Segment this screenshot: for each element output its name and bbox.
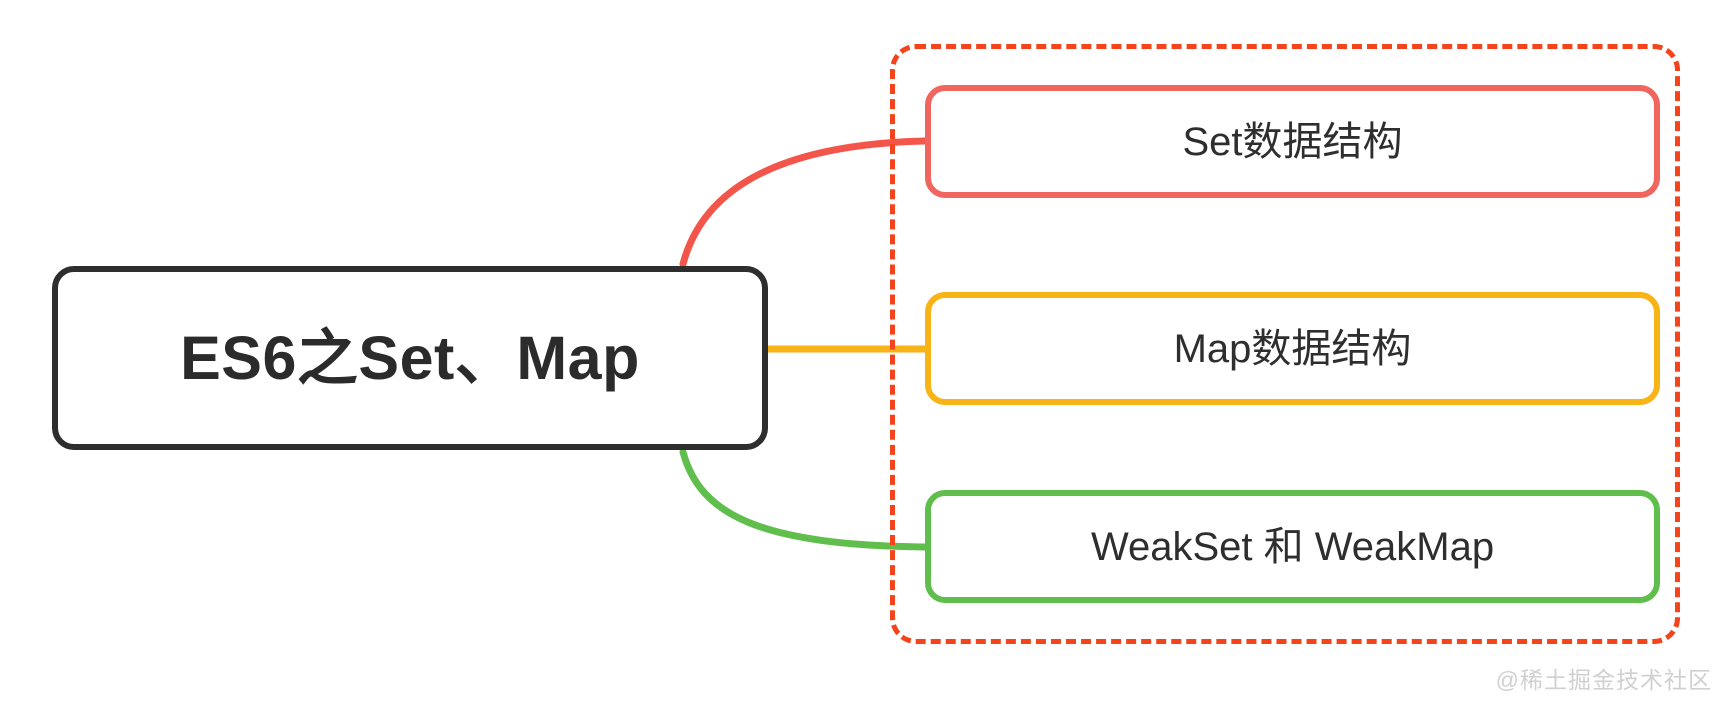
child-node-set-label: Set数据结构 xyxy=(1182,119,1403,164)
child-node-map[interactable]: Map数据结构 xyxy=(925,292,1660,405)
child-node-weak[interactable]: WeakSet 和 WeakMap xyxy=(925,490,1660,603)
child-node-set[interactable]: Set数据结构 xyxy=(925,85,1660,198)
watermark-text: @稀土掘金技术社区 xyxy=(1495,667,1712,693)
child-node-map-label: Map数据结构 xyxy=(1173,326,1412,371)
child-node-weak-label: WeakSet 和 WeakMap xyxy=(1090,524,1495,569)
connector-root-to-set xyxy=(679,137,929,268)
root-node-label: ES6之Set、Map xyxy=(180,323,640,392)
connector-root-to-weak xyxy=(679,448,929,551)
group-container-dashed xyxy=(890,44,1680,644)
root-node[interactable]: ES6之Set、Map xyxy=(52,266,768,450)
